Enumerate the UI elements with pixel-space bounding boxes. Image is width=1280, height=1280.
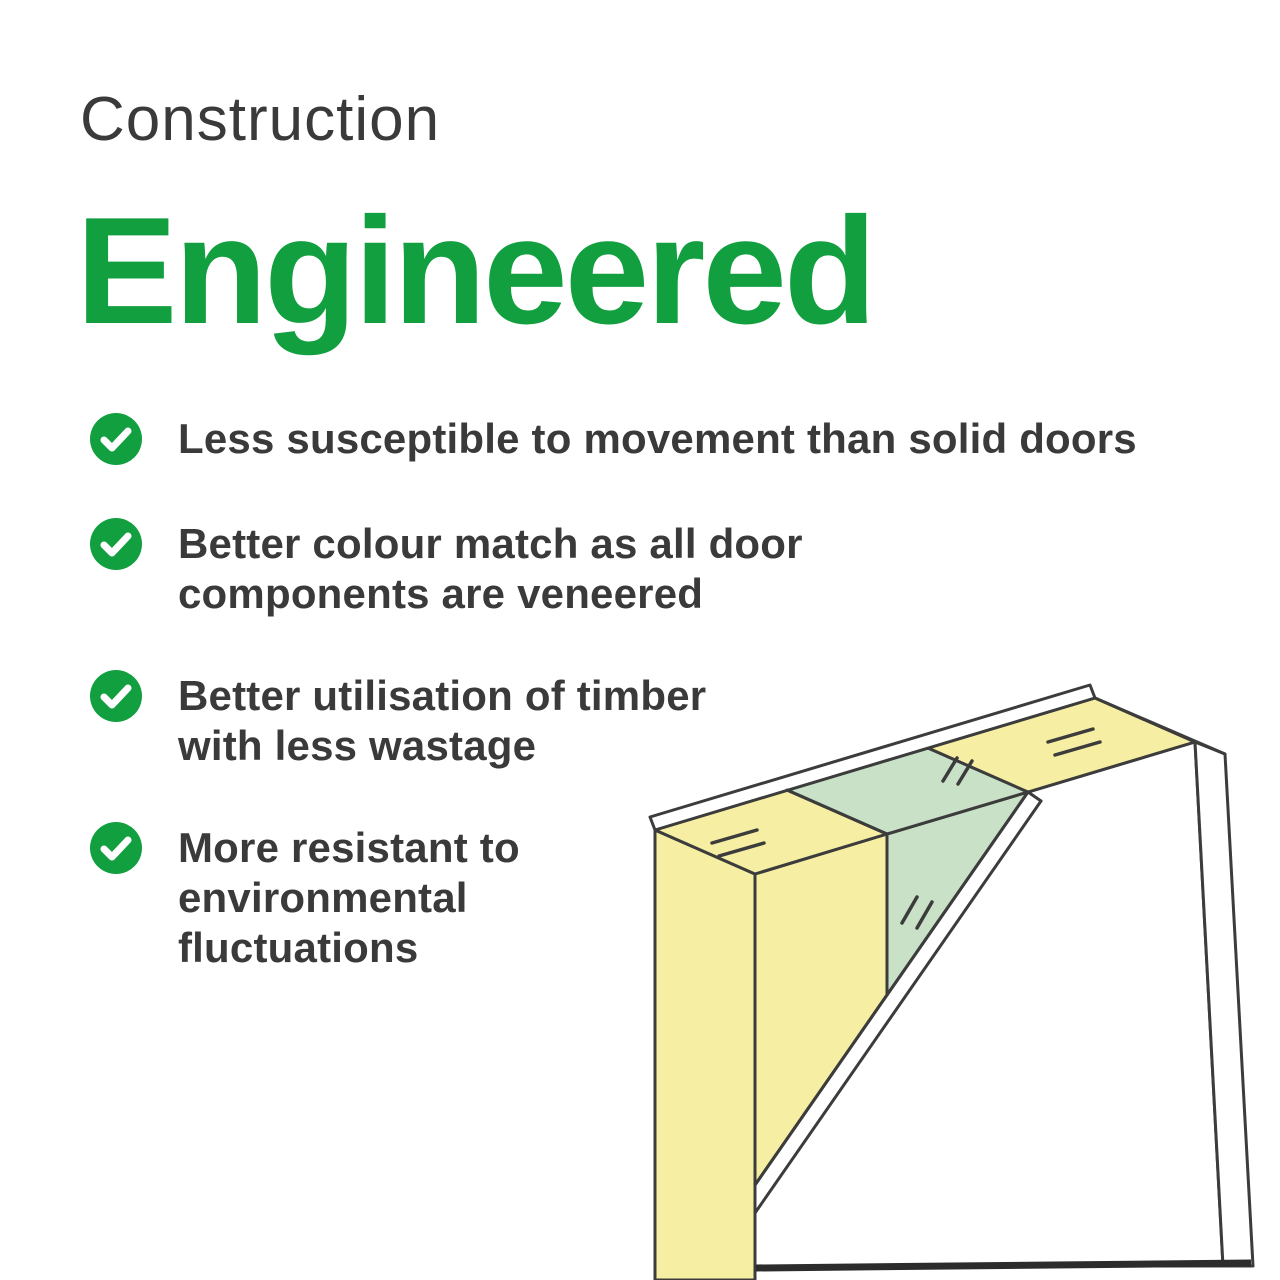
door-construction-diagram bbox=[648, 683, 1255, 1280]
list-item: Better utilisation of timber with less w… bbox=[88, 670, 1238, 771]
page-title: Engineered bbox=[76, 186, 877, 356]
list-item-text: Less susceptible to movement than solid … bbox=[178, 414, 1137, 464]
check-circle-icon bbox=[90, 518, 142, 570]
grain-mark bbox=[1053, 740, 1102, 757]
stile-left-face bbox=[653, 828, 757, 1280]
check-circle-icon bbox=[90, 670, 142, 722]
grain-mark bbox=[941, 756, 959, 783]
check-circle-icon bbox=[90, 413, 142, 465]
panel-bottom-edge bbox=[755, 1259, 1252, 1272]
bullet-line: environmental bbox=[178, 874, 468, 921]
bullet-line: Better colour match as all door bbox=[178, 520, 803, 567]
list-item: Less susceptible to movement than solid … bbox=[88, 413, 1238, 467]
feature-list: Less susceptible to movement than solid … bbox=[88, 413, 1238, 973]
right-end-edge bbox=[1093, 696, 1227, 756]
grain-mark bbox=[710, 828, 759, 845]
grain-mark bbox=[900, 895, 919, 925]
bullet-line: components are veneered bbox=[178, 570, 704, 617]
bullet-line: Less susceptible to movement than solid … bbox=[178, 415, 1137, 462]
grain-mark bbox=[915, 900, 934, 930]
grain-mark bbox=[956, 759, 974, 786]
veneer-cut-edge bbox=[753, 790, 1030, 1187]
veneer-thickness-edge bbox=[753, 799, 1043, 1215]
list-item: More resistant to environmental fluctuat… bbox=[88, 822, 1238, 973]
bullet-line: fluctuations bbox=[178, 924, 419, 971]
bullet-line: Better utilisation of timber bbox=[178, 672, 707, 719]
page-eyebrow: Construction bbox=[80, 85, 441, 154]
check-circle-icon bbox=[90, 822, 142, 874]
grain-mark bbox=[717, 841, 766, 858]
list-item-text: Better colour match as all door componen… bbox=[178, 519, 803, 619]
grain-mark bbox=[1046, 727, 1095, 744]
veneer-cut-cap bbox=[1026, 790, 1043, 803]
bullet-line: with less wastage bbox=[178, 722, 537, 769]
stile-core-joint-top bbox=[785, 788, 889, 836]
list-item-text: Better utilisation of timber with less w… bbox=[178, 671, 706, 771]
bullet-line: More resistant to bbox=[178, 824, 520, 871]
list-item-text: More resistant to environmental fluctuat… bbox=[178, 823, 520, 973]
list-item: Better colour match as all door componen… bbox=[88, 518, 1238, 619]
